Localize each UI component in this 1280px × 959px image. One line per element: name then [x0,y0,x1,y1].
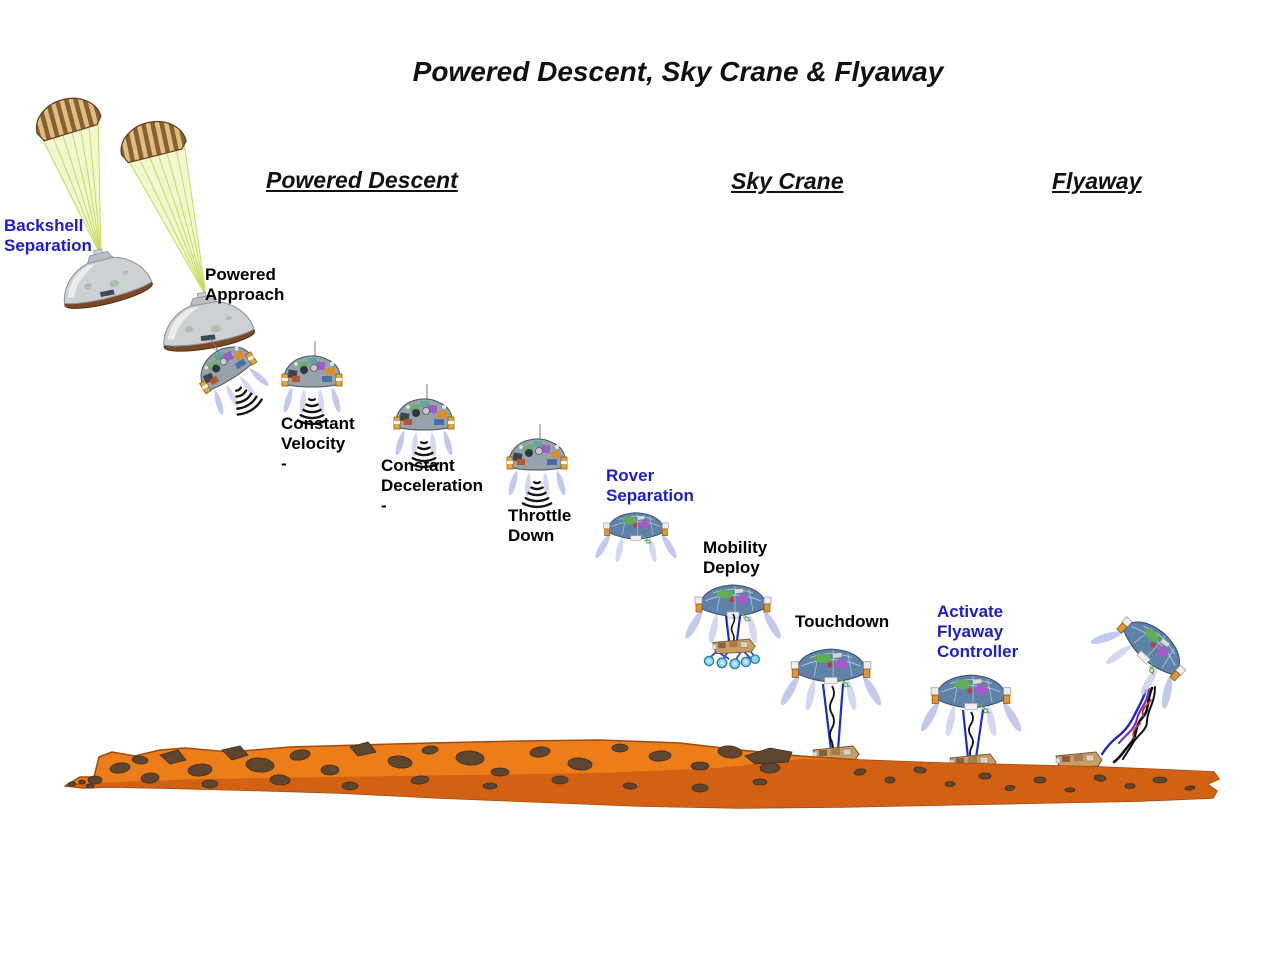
skycrane-rover-separation [593,513,678,563]
label-backshell-separation: Backshell Separation [4,216,92,256]
mars-terrain [64,739,1220,809]
section-header-flyaway: Flyaway [1052,168,1142,194]
section-header-sky-crane: Sky Crane [731,168,844,194]
section-header-powered-descent: Powered Descent [266,167,458,193]
parachute-2 [115,113,207,297]
diagram-title: Powered Descent, Sky Crane & Flyaway [412,56,944,87]
bridle-touchdown [821,683,845,751]
descent-stage-constant-deceleration [394,384,454,469]
bridle-mobility-deploy [724,613,742,643]
label-constant-deceleration: Constant Deceleration - [381,456,484,516]
label-mobility-deploy: Mobility Deploy [703,538,768,578]
label-powered-approach: Powered Approach [205,265,285,305]
label-activate-flyaway-controller: Activate Flyaway Controller [937,602,1019,662]
skycrane-flyaway-controller [918,675,1024,737]
descent-stage-throttle-down [507,424,567,509]
rover-mobility-deploy [703,638,761,670]
label-throttle-down: Throttle Down [508,506,572,546]
flyaway-bridle-cables [1100,686,1156,764]
label-rover-separation: Rover Separation [606,466,694,506]
descent-stage-constant-velocity [282,341,342,426]
bridle-flyaway-controller [961,709,985,759]
label-touchdown: Touchdown [795,612,890,631]
parachute-1 [29,89,105,257]
terrain-rocks [67,741,1196,793]
label-constant-velocity: Constant Velocity - [281,414,355,474]
